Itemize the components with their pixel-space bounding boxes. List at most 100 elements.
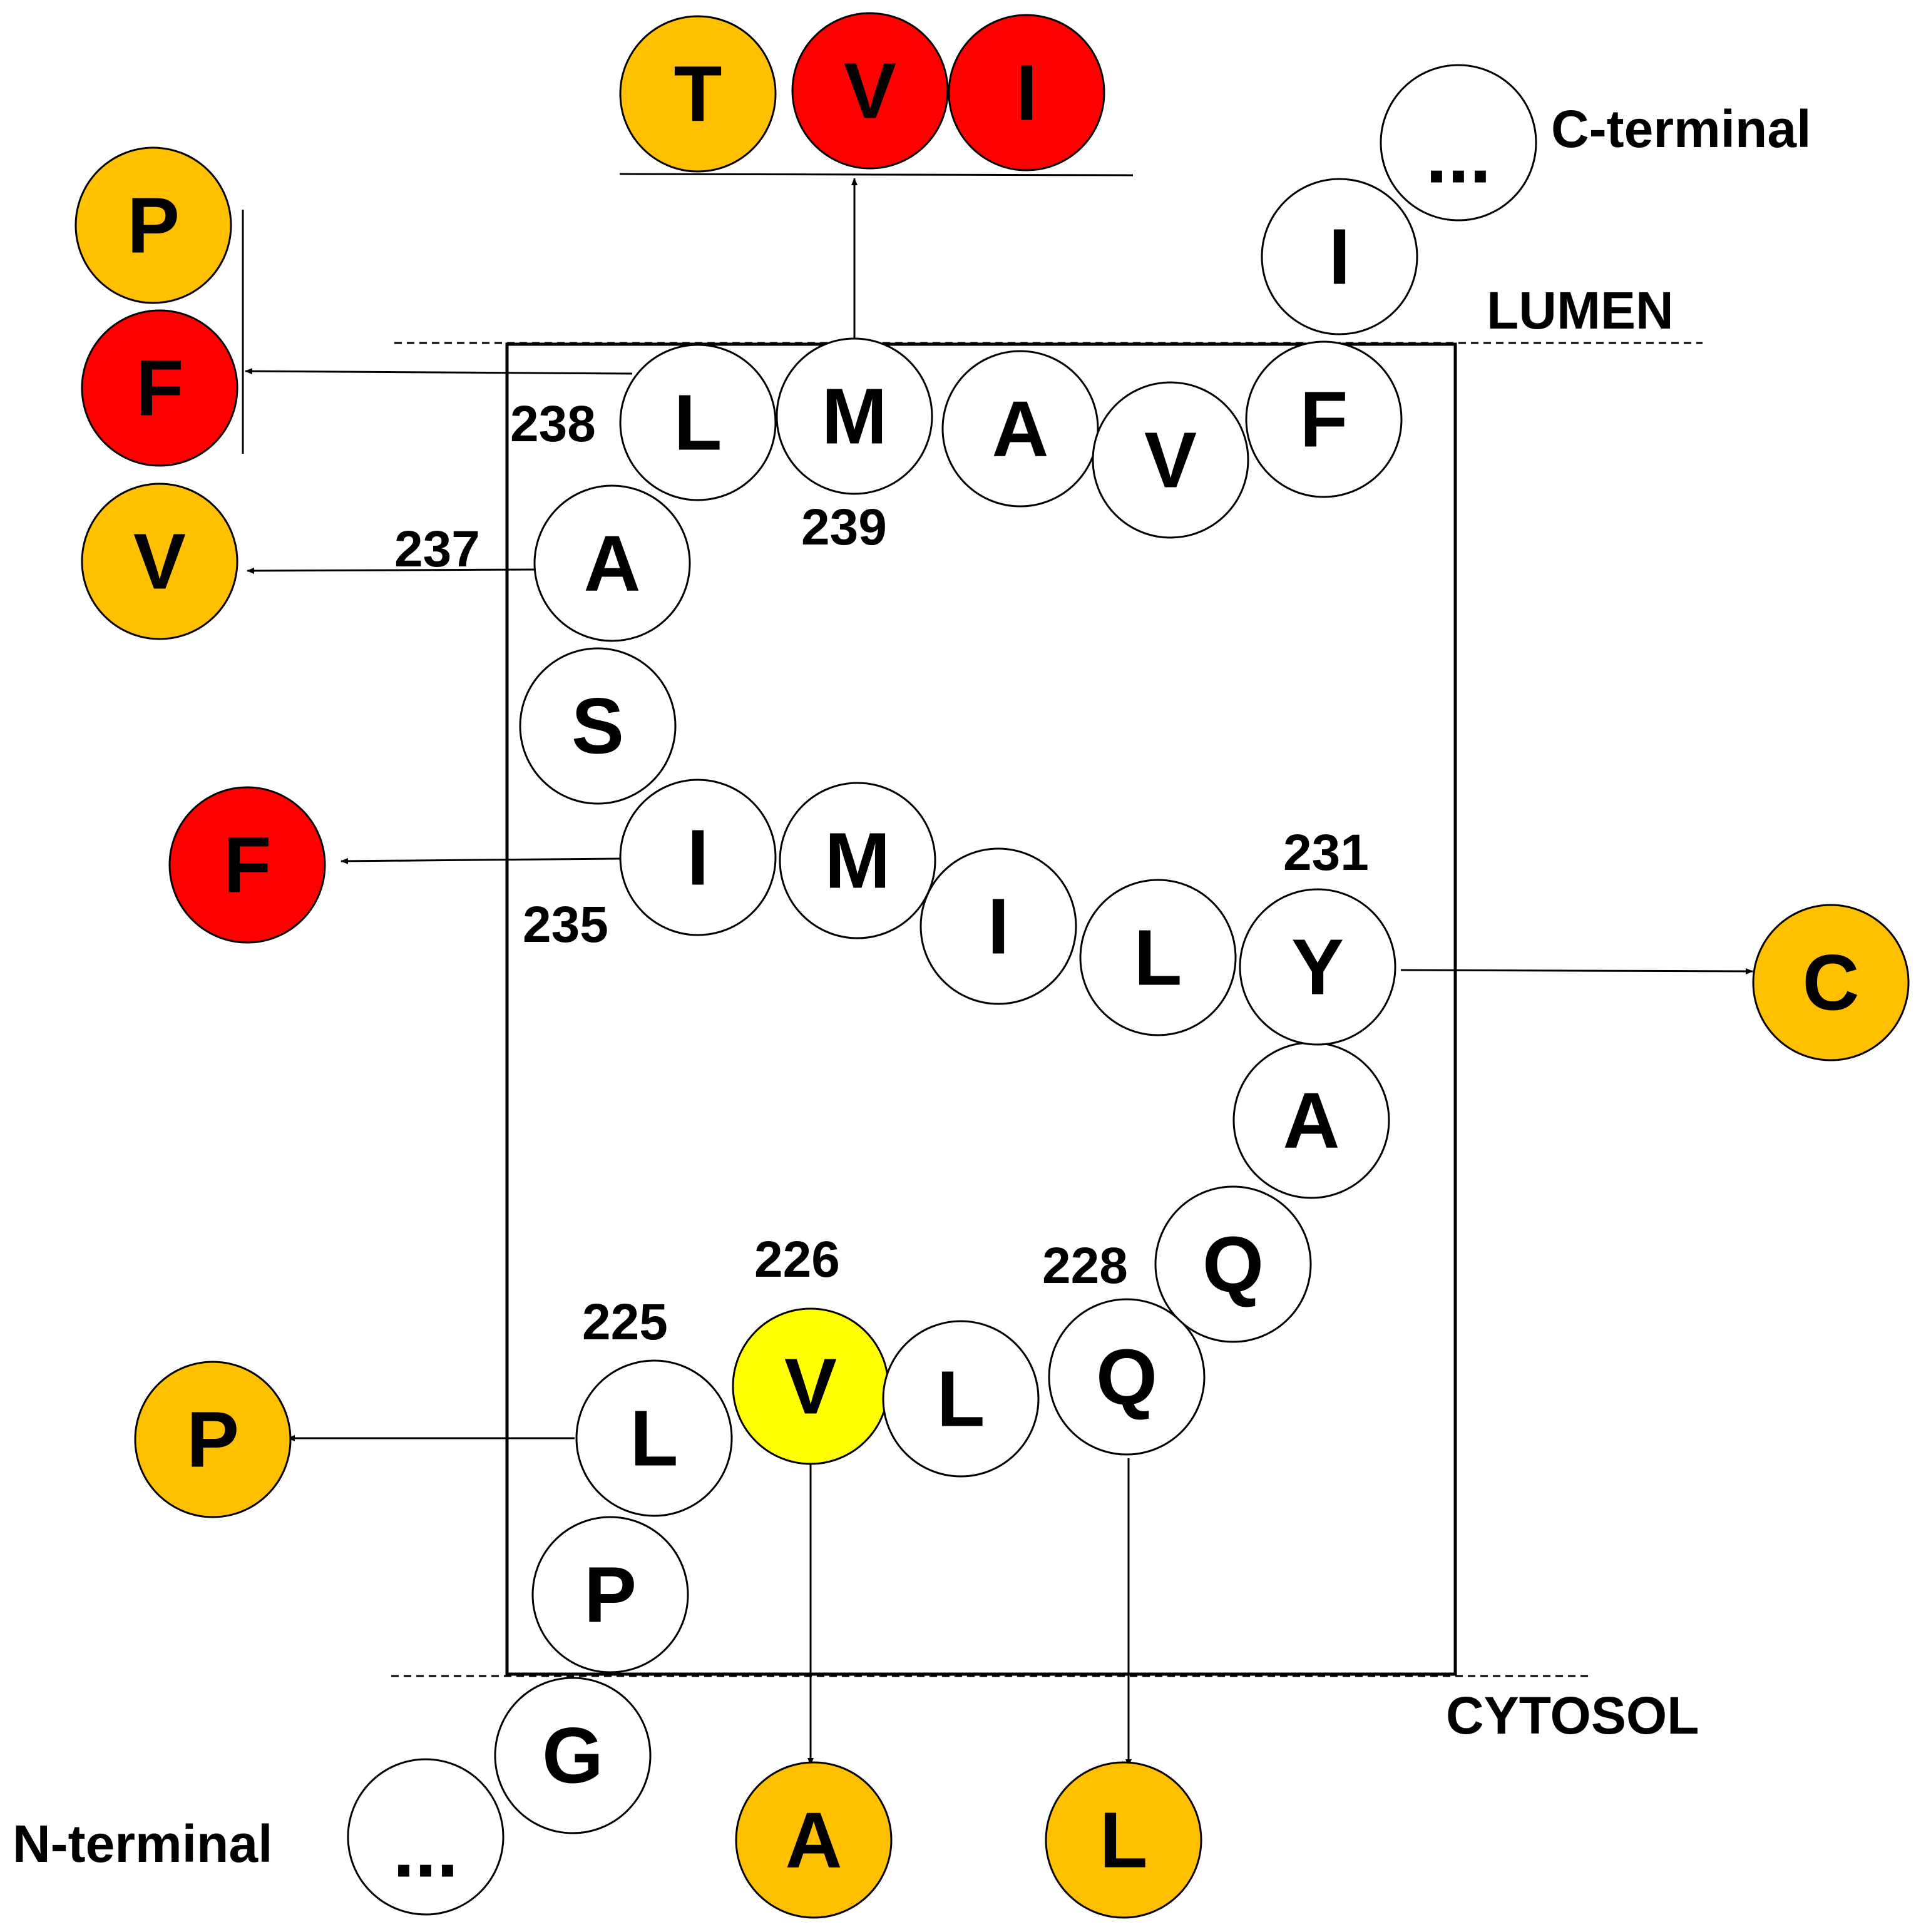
residue-v241-label: V	[1144, 416, 1197, 504]
mutation-a237-v-label: V	[133, 518, 186, 606]
mutation-a237-v: V	[81, 483, 238, 640]
residue-i243-circle	[1261, 178, 1418, 335]
mutation-m239-t: T	[619, 15, 777, 173]
residue-i235-circle	[619, 779, 777, 936]
mutation-l225-p-circle	[134, 1361, 292, 1518]
residue-v226: V	[732, 1307, 889, 1465]
residue-a230-label: A	[1283, 1076, 1340, 1165]
residue-l238-circle	[619, 344, 777, 501]
residue-y231-label: Y	[1291, 923, 1344, 1011]
residue-p-circle	[531, 1516, 689, 1674]
residue-l227-label: L	[937, 1355, 985, 1443]
residue-s236-circle	[519, 647, 677, 805]
residue-s236-label: S	[571, 682, 624, 770]
residue-l227-circle	[882, 1320, 1040, 1478]
mutation-l238-f-label: F	[136, 344, 184, 432]
residue-i235: I	[619, 779, 777, 936]
position-label-235: 235	[523, 896, 608, 953]
mutation-a237-v-circle	[81, 483, 238, 640]
position-label-226: 226	[754, 1231, 840, 1288]
residue-m234-label: M	[825, 817, 891, 905]
mutation-v226-a-label: A	[786, 1796, 843, 1884]
residue-q229: Q	[1154, 1185, 1312, 1343]
mutation-i235-f-circle	[168, 786, 326, 944]
residue-a240: A	[941, 350, 1099, 508]
residue-q228-circle	[1048, 1298, 1206, 1456]
residue-f242: F	[1245, 340, 1403, 498]
residue-l232-circle	[1079, 879, 1237, 1036]
residue-m239-label: M	[822, 372, 888, 461]
mutation-m239-v: V	[791, 12, 949, 170]
residue-p: P	[531, 1516, 689, 1674]
residue-i235-label: I	[687, 814, 709, 902]
mutation-y231-c-label: C	[1803, 939, 1860, 1027]
residue-a237-circle	[533, 484, 691, 642]
residue-l225-circle	[575, 1359, 733, 1517]
residue-g-circle	[494, 1677, 652, 1834]
residue-g-label: G	[542, 1712, 603, 1800]
residue-s236: S	[519, 647, 677, 805]
residue-i233-label: I	[987, 882, 1009, 971]
residue-q228: Q	[1048, 1298, 1206, 1456]
residue-n-ellipsis-label: ...	[392, 1806, 458, 1894]
mutation-m239-v-label: V	[844, 47, 896, 135]
residue-l232-label: L	[1134, 914, 1182, 1002]
arrow-235	[341, 857, 620, 864]
position-label-239: 239	[801, 499, 887, 556]
residue-v226-label: V	[784, 1342, 837, 1431]
residue-l227: L	[882, 1320, 1040, 1478]
mutation-m239-t-label: T	[674, 50, 722, 138]
mutation-m239-v-circle	[791, 12, 949, 170]
residue-y231: Y	[1239, 888, 1396, 1046]
residue-p-label: P	[584, 1551, 637, 1639]
mutation-l238-f-circle	[81, 309, 238, 467]
residue-i243: I	[1261, 178, 1418, 335]
arrow-231	[1400, 968, 1753, 974]
mutation-q228-l-label: L	[1100, 1796, 1148, 1884]
residue-a240-label: A	[992, 385, 1049, 473]
position-label-225: 225	[582, 1294, 668, 1351]
mutation-m239-t-circle	[619, 15, 777, 173]
residue-q229-label: Q	[1202, 1220, 1264, 1309]
position-label-237: 237	[394, 521, 480, 578]
arrow-237	[247, 567, 538, 574]
residue-m239-circle	[776, 337, 933, 495]
mutation-bar-239	[619, 173, 1134, 176]
residue-i233-circle	[919, 847, 1077, 1005]
mutation-y231-c-circle	[1752, 904, 1910, 1061]
mutation-v226-a: A	[735, 1761, 893, 1919]
residue-l225-label: L	[630, 1394, 679, 1483]
mutation-m239-i-label: I	[1015, 49, 1037, 137]
residue-q228-label: Q	[1096, 1333, 1157, 1421]
mutation-q228-l-circle	[1045, 1761, 1202, 1919]
mutation-l238-f: F	[81, 309, 238, 467]
residue-m234: M	[779, 782, 936, 939]
residue-m234-circle	[779, 782, 936, 939]
mutation-i235-f-label: F	[223, 821, 272, 909]
residue-c-ellipsis: ...	[1380, 64, 1537, 222]
residue-l238: L	[619, 344, 777, 501]
residue-m239: M	[776, 337, 933, 495]
residue-a237: A	[533, 484, 691, 642]
mutation-l238-p: P	[74, 146, 232, 304]
mutation-l225-p: P	[134, 1361, 292, 1518]
c-terminal-label: C-terminal	[1551, 100, 1811, 158]
residue-l238-label: L	[674, 379, 722, 467]
mutation-l238-p-circle	[74, 146, 232, 304]
residue-a230: A	[1232, 1041, 1390, 1199]
mutation-l225-p-label: P	[187, 1396, 239, 1484]
position-label-228: 228	[1042, 1237, 1128, 1294]
mutation-m239-i-circle	[948, 14, 1105, 171]
mutation-l238-p-label: P	[127, 181, 180, 270]
residue-y231-circle	[1239, 888, 1396, 1046]
mutation-i235-f: F	[168, 786, 326, 944]
mutation-q228-l: L	[1045, 1761, 1202, 1919]
residue-n-ellipsis: ...	[347, 1758, 505, 1916]
mutation-v226-a-circle	[735, 1761, 893, 1919]
residue-f242-circle	[1245, 340, 1403, 498]
residue-a240-circle	[941, 350, 1099, 508]
mutation-y231-c: C	[1752, 904, 1910, 1061]
